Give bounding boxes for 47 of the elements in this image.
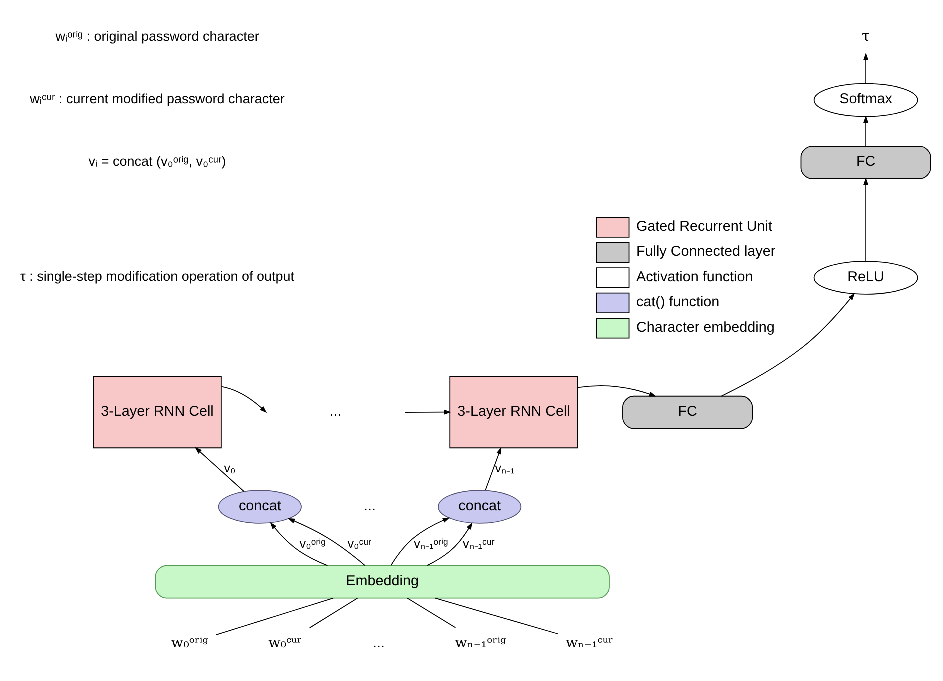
- node-box: 3-Layer RNN Cell: [450, 376, 578, 448]
- connector: [216, 597, 334, 635]
- label: ...: [364, 498, 376, 514]
- edge-label: v₀ᵒʳⁱᵍ: [300, 536, 326, 551]
- arrow: [195, 446, 245, 492]
- arrow: [270, 522, 328, 566]
- arrow: [485, 446, 502, 490]
- legend-label: Character embedding: [636, 319, 775, 336]
- label: ...: [372, 635, 385, 652]
- edge-label: vₙ₋₁ᶜᵘʳ: [463, 536, 495, 551]
- arrow: [864, 177, 869, 262]
- label: wᵢᵒʳⁱᵍ : original password character: [56, 28, 260, 44]
- arrow: [578, 384, 657, 396]
- connector: [407, 597, 456, 628]
- legend-label: Fully Connected layer: [636, 244, 776, 260]
- node-box: FC: [622, 395, 754, 429]
- node-box: 3-Layer RNN Cell: [93, 376, 222, 448]
- edge-label: vₙ₋₁: [495, 461, 515, 476]
- edge-label: v₀: [224, 461, 236, 476]
- arrow: [426, 522, 473, 566]
- arrow: [864, 115, 869, 146]
- arrow: [221, 386, 268, 413]
- node-text: τ: [862, 28, 870, 45]
- node-text: w₀ᵒʳⁱᵍ: [171, 635, 209, 652]
- arrow: [405, 409, 452, 414]
- node-text: wₙ₋₁ᶜᵘʳ: [566, 635, 614, 652]
- label: ...: [330, 403, 342, 420]
- node-box: FC: [800, 146, 932, 179]
- label: vᵢ = concat (v₀ᵒʳⁱᵍ, v₀ᶜᵘʳ): [88, 153, 226, 168]
- connector: [309, 597, 358, 628]
- connector: [434, 597, 559, 634]
- legend-label: Gated Recurrent Unit: [636, 218, 772, 234]
- arrow: [721, 292, 856, 396]
- arrow: [864, 52, 869, 84]
- node-ellipse: Softmax: [814, 82, 918, 117]
- node-text: w₀ᶜᵘʳ: [268, 635, 302, 652]
- label: τ : single-step modification operation of output: [20, 268, 295, 284]
- node-text: wₙ₋₁ᵒʳⁱᵍ: [455, 635, 506, 652]
- edge-label: v₀ᶜᵘʳ: [348, 536, 372, 551]
- legend-label: Activation function: [636, 268, 754, 285]
- node-box: Embedding: [155, 564, 610, 598]
- label: wᵢᶜᵘʳ : current modified password character: [30, 90, 285, 106]
- arrow: [288, 518, 366, 566]
- legend-label: cat() function: [636, 294, 720, 310]
- node-ellipse: ReLU: [814, 260, 918, 294]
- arrow: [390, 517, 450, 566]
- edge-label: vₙ₋₁ᵒʳⁱᵍ: [414, 536, 448, 551]
